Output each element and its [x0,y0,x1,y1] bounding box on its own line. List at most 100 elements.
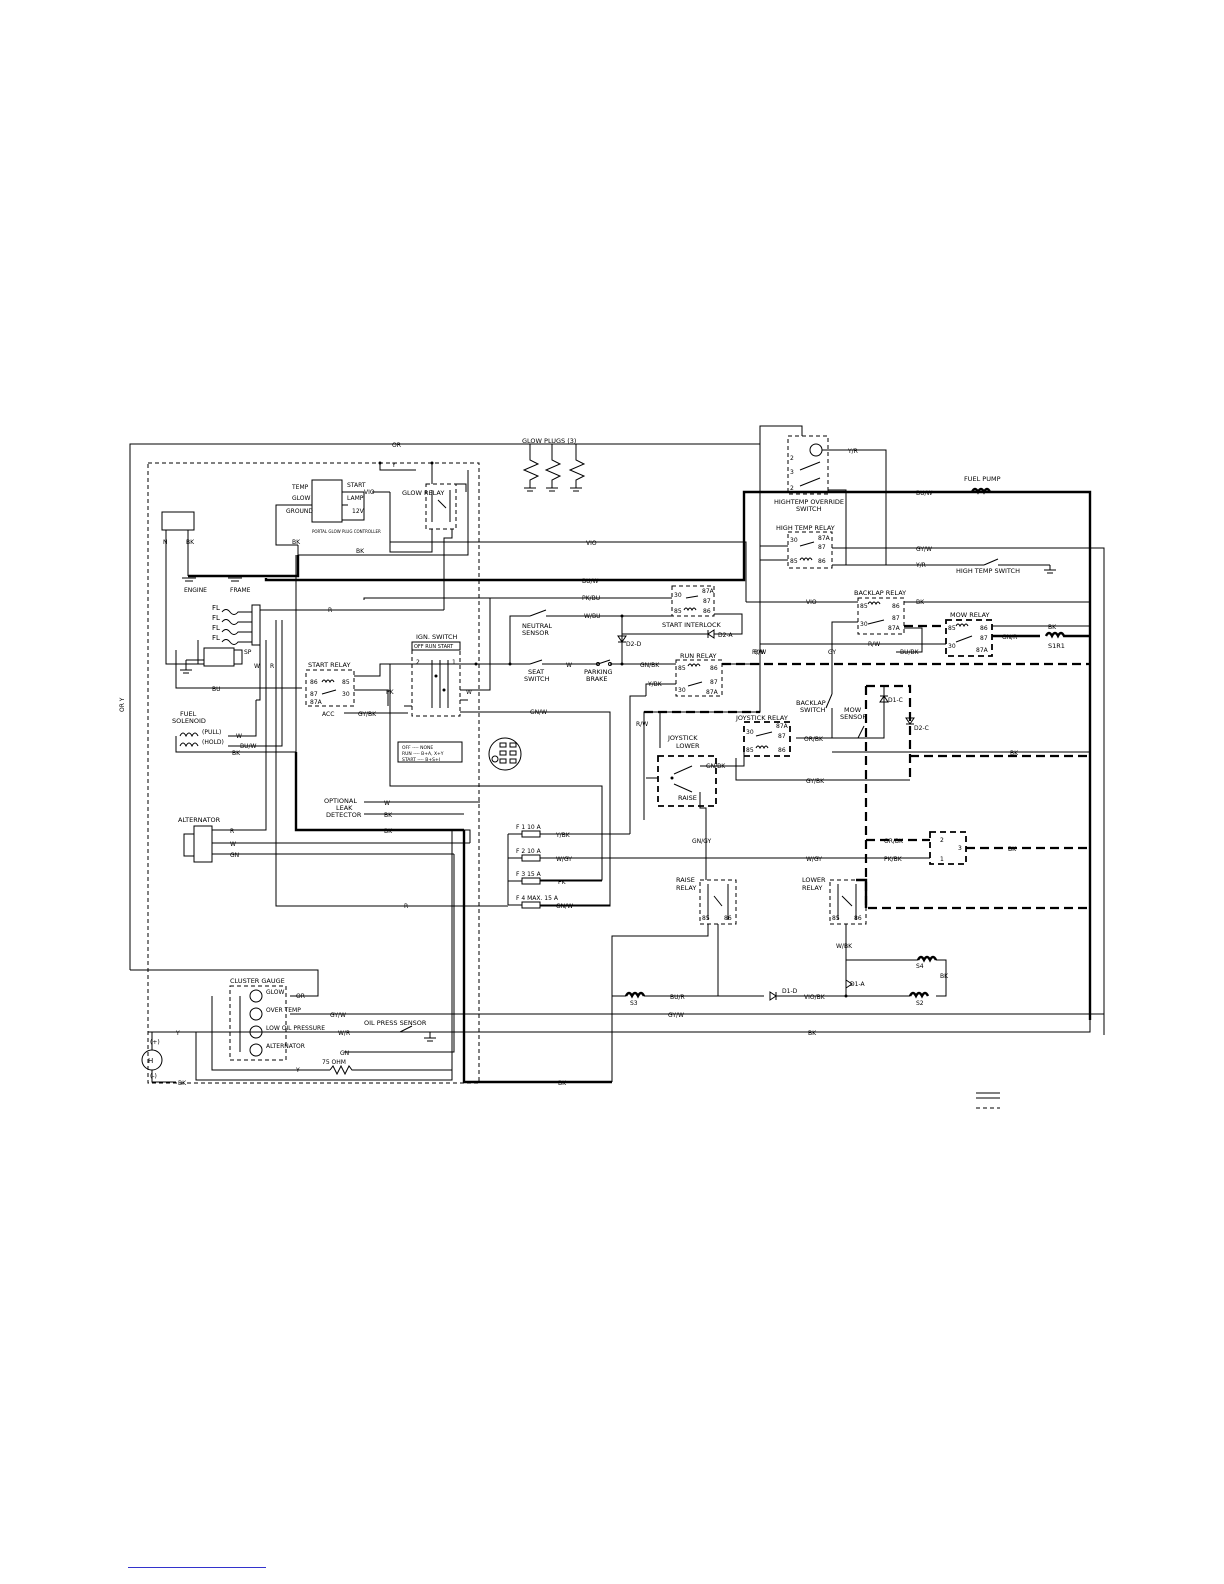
wire-label-gy-w-bottom: GY/W [668,1012,684,1019]
glow-plugs-label: GLOW PLUGS (3) [522,437,576,445]
ign-switch-label: IGN. SWITCH [416,633,458,641]
line-legend [976,1092,1000,1109]
lor-pin86: 86 [854,915,862,922]
rar-pin86: 86 [724,915,732,922]
backlap-relay: BACKLAP RELAY 85 86 30 87 87A VIO BK GY … [746,589,1090,694]
blr-pin86: 86 [892,603,900,610]
wire-label-bk-bottom: BK [808,1030,817,1037]
bu-w-bus [264,490,1092,1020]
rar-pin85: 85 [702,915,710,922]
wire-label-r-f4: R [404,903,408,910]
hold-label: (HOLD) [202,739,224,746]
run-relay-label: RUN RELAY [680,652,717,660]
wire-label-y-battery: Y [175,1030,180,1037]
wire-label-y-bk-run: Y/BK [647,681,663,688]
n-label: N [163,539,168,546]
wire-label-pk-bk: PK/BK [884,856,903,863]
fl-label-4: FL [212,634,220,642]
wire-label-y-r-top: Y/R [847,448,858,455]
battery-minus-label: (-) [150,1073,157,1080]
wire-label-bk-battery: BK [178,1080,187,1087]
y-bk-bus-bottom [148,1020,1091,1033]
wire-label-gy-bk: GY/BK [358,711,377,718]
wire-label-r-w-left: R/W [754,649,766,656]
neutral-sensor-label-1: NEUTRAL [522,622,552,630]
si-pin87: 87 [703,598,711,605]
fl-label-2: FL [212,614,220,622]
hto-pin-3: 3 [790,469,794,476]
wire-label-bu-bk: BU/BK [900,649,920,656]
hto-pin-2: 2 [790,455,794,462]
alternator-label: ALTERNATOR [178,816,221,824]
wire-label-w-bu: W/BU [584,613,600,620]
mow-sensor-label-1: MOW [844,706,862,714]
gy-w-bus-bottom [290,1013,1105,1035]
mow-relay: MOW RELAY 85 86 30 87 87A GN/R BK S1R1 [904,611,1090,657]
seat-switch-label-1: SEAT [528,668,544,676]
wire-label-w-r: W/R [338,1030,350,1037]
fuse-f4-label: F 4 MAX. 15 A [516,895,559,902]
blr-pin85: 85 [860,603,868,610]
cluster-gauge-label: CLUSTER GAUGE [230,977,285,985]
wire-label-w-bk: W/BK [836,943,853,950]
hour-meter-h: H [148,1057,153,1065]
wire-label-bk-s4: BK [940,973,949,980]
wire-label-bu-r: BU/R [670,994,685,1001]
controller-12v-label: 12V [352,508,365,515]
lor-pin85: 85 [832,915,840,922]
controller-temp-label: TEMP [291,484,309,491]
ign-legend-off: OFF ---- NONE [402,745,433,751]
wire-label-r-sp: R [270,663,274,670]
sp-label: SP [244,649,252,656]
mr-pin86: 86 [980,625,988,632]
blr-pin87a: 87A [888,625,901,632]
si-pin30: 30 [674,592,682,599]
start-relay-pin86: 86 [310,679,318,686]
wire-label-or-gauge: OR [296,993,305,1000]
wire-label-r-alt: R [230,828,234,835]
high-temp-relay-label: HIGH TEMP RELAY [776,524,835,532]
right-connector-box: 2 1 3 OR/BK PK/BK BK [866,831,1090,865]
bn-wire [298,470,469,556]
controller-lamp-label: LAMP [347,495,364,502]
leak-detector-label-3: DETECTOR [326,811,362,819]
wire-label-w-sp: W [254,663,260,670]
high-temp-switch-label: HIGH TEMP SWITCH [956,567,1020,575]
high-temp-relay: HIGH TEMP RELAY 30 87A 87 85 86 GY/W Y/R… [760,524,1105,1035]
glow-plugs: GLOW PLUGS (3) [522,437,586,492]
leak-detector-label-1: OPTIONAL [324,797,357,805]
neutral-sensor-label-2: SENSOR [522,629,549,637]
wire-label-w-seat: W [566,662,572,669]
wire-label-gn-gauge: GN [340,1050,349,1057]
s2-label: S2 [916,1000,924,1007]
wire-label-bu-w-main: BU/W [582,578,599,585]
wire-label-vio-main: VIO [586,540,597,547]
solenoids: S4 BK S2 D1-A S3 BU/R D1-D VIO/BK [612,955,949,1007]
engine-frame-ground: ENGINE FRAME [182,555,300,594]
or-wire-top: OR OR Y [119,442,760,997]
joystick-label: JOYSTICK [667,734,698,742]
d2a-label: D2-A [718,632,733,639]
htr-pin30: 30 [790,537,798,544]
wire-label-gn-alt: GN [230,852,239,859]
wire-label-bk-right: BK [1008,846,1017,853]
d2c-label: D2-C [914,725,929,732]
start-relay-pin30: 30 [342,691,350,698]
s1r1-label: S1R1 [1048,642,1065,650]
ignition-switch: IGN. SWITCH OFF RUN START 2 1 W GN/W OFF… [389,598,611,907]
start-relay-label: START RELAY [308,661,350,669]
wire-label-w-ign: W [466,689,472,696]
gauge-overtemp-label: OVER TEMP [266,1007,301,1014]
htr-pin86: 86 [818,558,826,565]
fuel-pump: FUEL PUMP [964,475,1001,495]
rcb-pin3: 3 [958,845,962,852]
fl-label-3: FL [212,624,220,632]
joystick-switch: JOYSTICK LOWER RAISE GN/BK GN/GY [646,734,745,880]
wire-label-gn-w-ign: GN/W [530,709,547,716]
blr-pin30: 30 [860,621,868,628]
wire-label-vio-bk: VIO/BK [804,994,826,1001]
controller-start-label: START [347,482,366,489]
seat-switch-label-2: SWITCH [524,675,550,683]
wire-label-bu: BU [212,686,221,693]
wire-label-gn-gy: GN/GY [692,838,712,845]
